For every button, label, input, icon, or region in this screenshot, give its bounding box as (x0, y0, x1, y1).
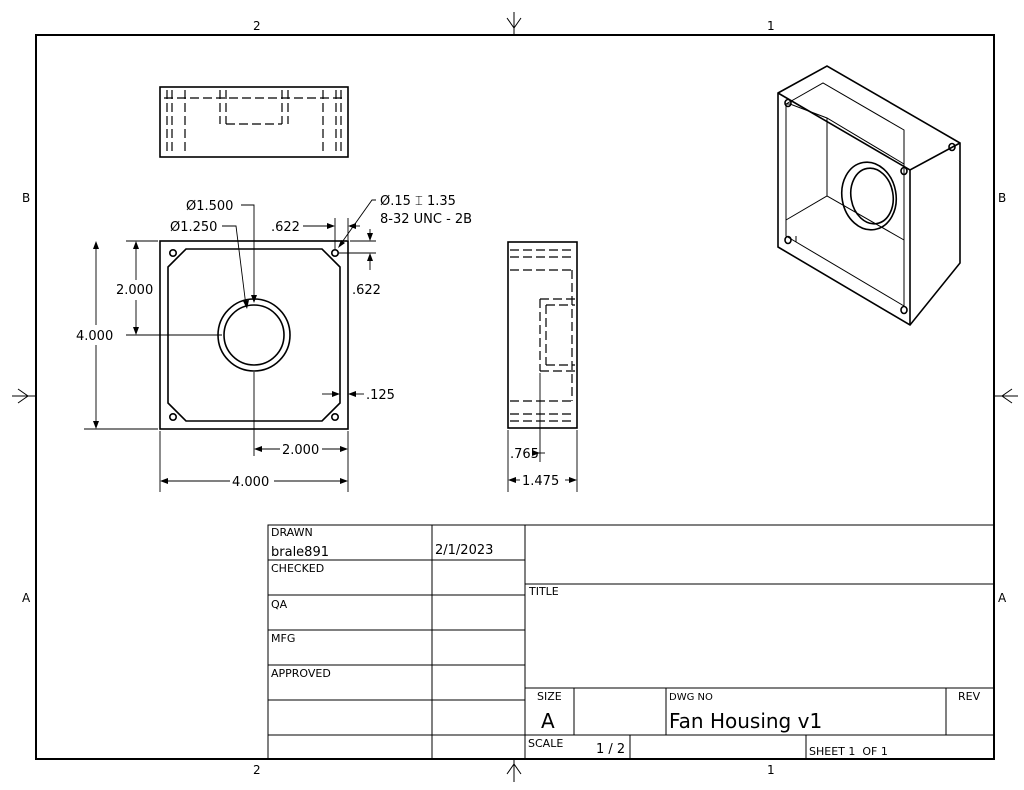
dim-hole-depth: Ø.15 ⌶ 1.35 (380, 194, 456, 209)
title-block-sheet-label: SHEET 1 OF 1 (809, 745, 888, 758)
side-view (507, 241, 578, 429)
sheet-border (35, 34, 995, 760)
top-view (159, 86, 349, 158)
zone-top-2: 2 (253, 19, 261, 33)
title-block-drawn-label: DRAWN (271, 526, 313, 539)
dim-4000-vertical: 4.000 (76, 329, 113, 344)
center-mark-top (506, 12, 522, 35)
dim-dia-1500: Ø1.500 (186, 199, 233, 214)
zone-bottom-1: 1 (767, 763, 775, 777)
title-block-dwg-no-label: DWG NO (669, 692, 713, 703)
dim-hole-thread: 8-32 UNC - 2B (380, 212, 472, 227)
title-block-dwg-no-value: Fan Housing v1 (669, 709, 822, 733)
title-block-drawn-date: 2/1/2023 (435, 543, 493, 558)
dim-765: .765 (510, 447, 539, 462)
dim-622-horizontal: .622 (271, 220, 300, 235)
title-block (267, 524, 995, 760)
title-block-scale-label: SCALE (528, 737, 563, 750)
title-block-rev-label: REV (958, 690, 981, 703)
isometric-view (777, 65, 961, 327)
title-block-scale-value: 1 / 2 (596, 742, 625, 757)
dim-1475: 1.475 (522, 474, 559, 489)
dim-2000-horizontal: 2.000 (282, 443, 319, 458)
dim-4000-horizontal: 4.000 (232, 475, 269, 490)
center-mark-right (994, 388, 1018, 404)
title-block-mfg-label: MFG (271, 632, 295, 645)
title-block-size-value: A (541, 709, 555, 733)
zone-right-a: A (998, 591, 1007, 605)
dim-2000-vertical: 2.000 (116, 283, 153, 298)
zone-left-a: A (22, 591, 31, 605)
title-block-qa-label: QA (271, 598, 288, 611)
dim-622-vertical: .622 (352, 283, 381, 298)
title-block-size-label: SIZE (537, 690, 562, 703)
zone-right-b: B (998, 191, 1006, 205)
center-mark-bottom (506, 759, 522, 782)
center-mark-left (12, 388, 36, 404)
zone-top-1: 1 (767, 19, 775, 33)
zone-left-b: B (22, 191, 30, 205)
title-block-checked-label: CHECKED (271, 562, 324, 575)
dim-125: .125 (366, 388, 395, 403)
zone-bottom-2: 2 (253, 763, 261, 777)
title-block-approved-label: APPROVED (271, 667, 331, 680)
title-block-drawn-by: brale891 (271, 545, 329, 560)
title-block-title-label: TITLE (528, 585, 559, 598)
dim-dia-1250: Ø1.250 (170, 220, 217, 235)
dimension-leaders (84, 199, 578, 492)
